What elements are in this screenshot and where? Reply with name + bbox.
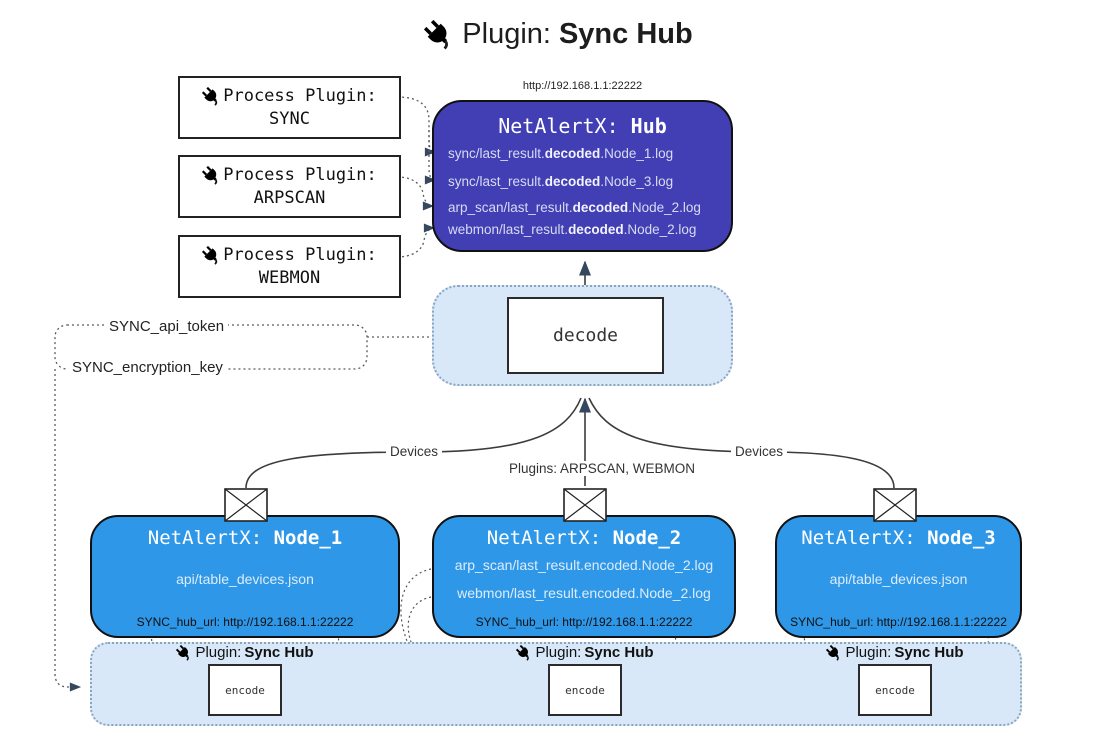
file-bold: decoded [568,222,624,237]
encoder-label-prefix: Plugin: [845,644,892,661]
encoder-label-node-3: Plugin: Sync Hub [810,644,980,661]
node-box-node-1: NetAlertX: Node_1 api/table_devices.json… [90,515,400,638]
process-plugin-label: Process Plugin: [223,244,377,265]
hub-title-name: Hub [630,114,667,138]
encoder-label-name: Sync Hub [894,644,964,661]
sync-encryption-key-label: SYNC_encryption_key [68,359,227,376]
envelope-icon-node-1 [224,488,268,527]
node-title-name: Node_2 [612,527,682,549]
plugins-label-center: Plugins: ARPSCAN, WEBMON [505,461,700,476]
hub-url-label: http://192.168.1.1:22222 [522,80,643,92]
node-title: NetAlertX: Node_3 [777,527,1020,549]
file-post: .Node_2.log [623,222,697,237]
file-bold: decoded [572,200,629,215]
plug-icon [424,20,454,50]
page-title-prefix: Plugin: [462,18,551,50]
file-post: .Node_2.log [628,200,701,215]
encoder-label-name: Sync Hub [244,644,314,661]
envelope-icon-node-3 [873,488,917,527]
file-pre: sync/last_result. [448,146,545,161]
encoder-label-name: Sync Hub [584,644,654,661]
devices-label-right: Devices [731,444,788,459]
file-post: .Node_3.log [600,174,674,189]
node-title-name: Node_1 [273,527,343,549]
file-bold: decoded [544,174,601,189]
process-plugin-label: Process Plugin: [223,164,377,185]
node-hub-url: SYNC_hub_url: http://192.168.1.1:22222 [136,615,354,629]
file-pre: arp_scan/last_result. [448,200,573,215]
page-title-name: Sync Hub [558,18,693,50]
process-plugin-box-sync: Process Plugin: SYNC [178,76,401,139]
node-title: NetAlertX: Node_1 [92,527,398,549]
encode-box-node-2: encode [548,664,622,716]
encoder-label-prefix: Plugin: [535,644,582,661]
node-title-name: Node_3 [927,527,996,549]
hub-title: NetAlertX: Hub [434,114,731,138]
encoder-label-node-1: Plugin: Sync Hub [160,644,330,661]
encode-box-node-1: encode [208,664,282,716]
node-title: NetAlertX: Node_2 [434,527,734,549]
plug-icon [826,645,842,661]
plug-icon [202,246,221,265]
envelope-icon-node-2 [563,488,607,527]
node-file: api/table_devices.json [176,571,314,587]
sync-api-token-label: SYNC_api_token [105,318,229,335]
node-file: api/table_devices.json [829,571,968,587]
process-plugin-label: Process Plugin: [223,85,377,106]
node-hub-url: SYNC_hub_url: http://192.168.1.1:22222 [475,615,693,629]
encoder-label-node-2: Plugin: Sync Hub [500,644,670,661]
plug-icon [202,166,221,185]
file-pre: sync/last_result. [448,174,545,189]
page-title: Plugin: Sync Hub [0,18,1117,51]
hub-box: NetAlertX: Hub sync/last_result.decoded.… [432,100,733,252]
process-plugin-name: SYNC [269,108,310,129]
process-plugin-name: WEBMON [258,267,321,288]
hub-file-line: webmon/last_result.decoded.Node_2.log [448,222,728,237]
node-hub-url: SYNC_hub_url: http://192.168.1.1:22222 [790,615,1007,629]
hub-file-line: sync/last_result.decoded.Node_3.log [448,174,728,189]
plug-icon [176,645,192,661]
process-plugin-box-webmon: Process Plugin: WEBMON [178,235,401,298]
node-file: arp_scan/last_result.encoded.Node_2.log [454,557,714,573]
process-plugin-name: ARPSCAN [253,187,326,208]
plug-icon [202,87,221,106]
decode-box: decode [507,297,664,374]
process-plugin-box-arpscan: Process Plugin: ARPSCAN [178,155,401,218]
node-box-node-2: NetAlertX: Node_2 arp_scan/last_result.e… [432,515,736,638]
file-post: .Node_1.log [600,146,674,161]
hub-title-prefix: NetAlertX: [498,114,631,138]
file-bold: decoded [544,146,601,161]
encode-box-node-3: encode [858,664,932,716]
node-title-prefix: NetAlertX: [147,527,274,549]
plug-icon [516,645,532,661]
file-pre: webmon/last_result. [448,222,569,237]
hub-file-line: sync/last_result.decoded.Node_1.log [448,146,728,161]
encoder-label-prefix: Plugin: [195,644,242,661]
node-title-prefix: NetAlertX: [486,527,613,549]
node-title-prefix: NetAlertX: [801,527,928,549]
hub-file-line: arp_scan/last_result.decoded.Node_2.log [448,200,728,215]
plugin-to-hub-connectors [396,96,437,258]
node-box-node-3: NetAlertX: Node_3 api/table_devices.json… [775,515,1022,638]
devices-label-left: Devices [386,444,443,459]
node-file: webmon/last_result.encoded.Node_2.log [457,585,711,601]
